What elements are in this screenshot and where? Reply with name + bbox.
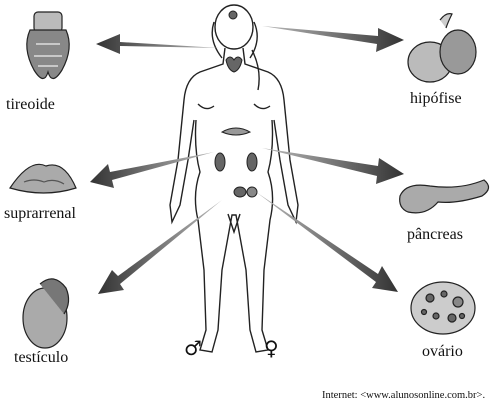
male-symbol: ♂: [184, 336, 202, 360]
testicle-illustration: [22, 278, 70, 349]
thyroid-illustration: [26, 11, 70, 80]
label-testiculo: testículo: [14, 349, 69, 366]
arrow-to-hipofise: [262, 26, 404, 52]
label-ovario: ovário: [422, 343, 463, 360]
label-hipofise: hipófise: [410, 90, 462, 107]
pituitary-illustration: [407, 13, 477, 83]
adrenal-illustration: [9, 163, 77, 194]
female-symbol: ♀: [264, 336, 279, 360]
pancreas-illustration: [399, 179, 490, 214]
arrow-to-pancreas: [262, 148, 404, 184]
body-organs: [214, 10, 258, 198]
arrow-to-suprarrenal: [90, 152, 214, 188]
arrow-to-ovario: [256, 192, 398, 292]
arrow-to-testiculo: [98, 200, 222, 294]
ovary-illustration: [410, 281, 476, 335]
label-tireoide: tireoide: [6, 96, 55, 113]
label-suprarrenal: suprarrenal: [4, 205, 76, 222]
arrow-to-tireoide: [96, 34, 220, 54]
human-body-figure: [169, 4, 299, 353]
label-pancreas: pâncreas: [407, 226, 463, 243]
source-credit: Internet: <www.alunosonline.com.br>.: [322, 390, 486, 401]
